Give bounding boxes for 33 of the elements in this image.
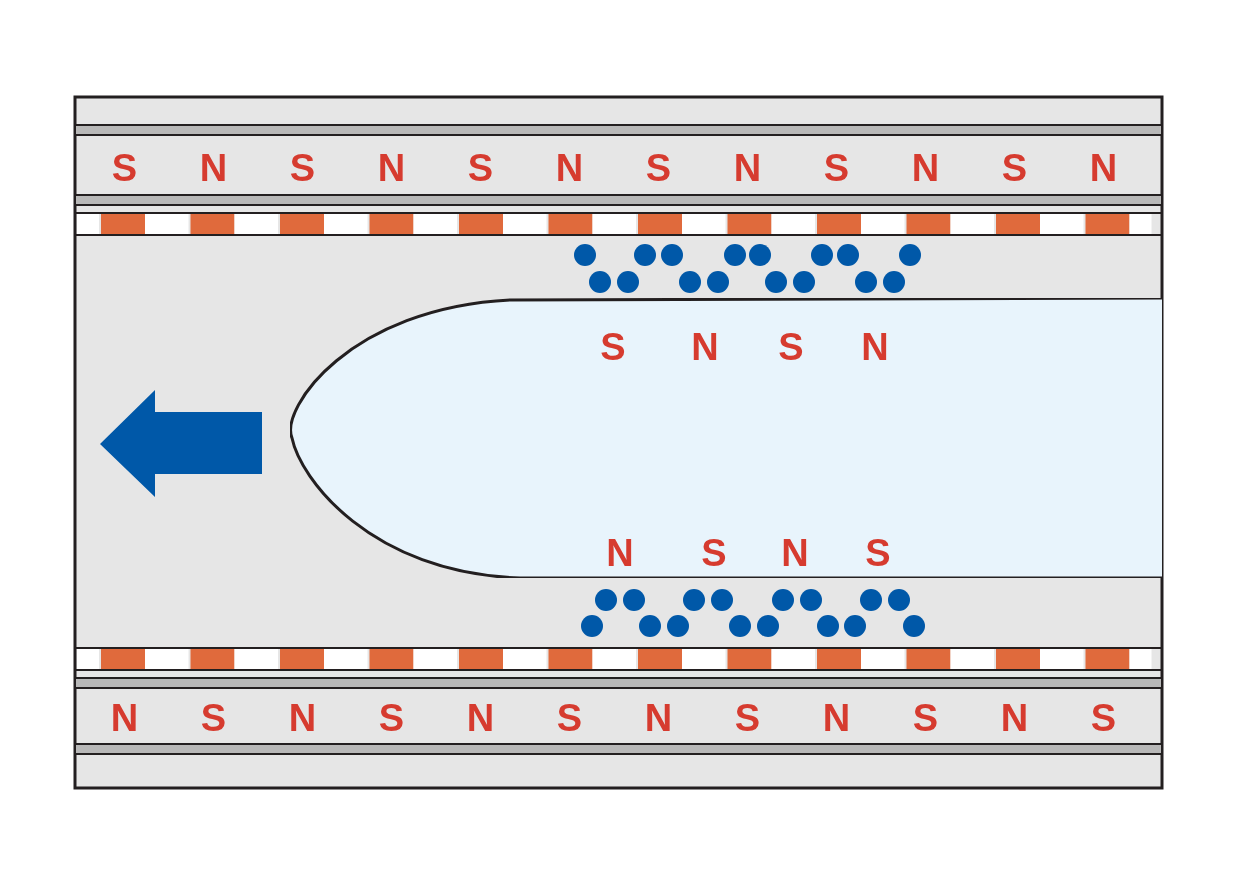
pole-label: N — [644, 699, 673, 737]
pole-label: S — [778, 328, 804, 366]
pole-label: S — [600, 328, 626, 366]
pole-label: S — [1090, 699, 1117, 737]
pole-label: S — [734, 699, 761, 737]
pole-label: N — [555, 148, 584, 187]
pole-label: S — [556, 699, 583, 737]
pole-label: N — [1089, 148, 1118, 187]
pole-label: N — [606, 534, 634, 572]
pole-label: N — [781, 534, 809, 572]
pole-label: N — [691, 328, 719, 366]
pole-label: S — [912, 699, 939, 737]
pole-label: S — [823, 148, 850, 187]
pole-label: S — [378, 699, 405, 737]
pole-label: N — [466, 699, 495, 737]
pole-label: S — [701, 534, 727, 572]
pole-label: S — [289, 148, 316, 187]
pole-label: N — [911, 148, 940, 187]
pole-label: S — [467, 148, 494, 187]
pole-label: S — [865, 534, 891, 572]
pole-label: N — [110, 699, 139, 737]
pole-label: S — [645, 148, 672, 187]
pole-label: N — [822, 699, 851, 737]
pole-label: N — [199, 148, 228, 187]
pole-label: N — [1000, 699, 1029, 737]
pole-label: S — [111, 148, 138, 187]
pole-label: S — [1001, 148, 1028, 187]
pole-label: N — [377, 148, 406, 187]
pole-label: N — [733, 148, 762, 187]
pole-label: S — [200, 699, 227, 737]
pole-label: N — [288, 699, 317, 737]
pole-label: N — [861, 328, 889, 366]
vehicle-body — [290, 298, 1162, 578]
